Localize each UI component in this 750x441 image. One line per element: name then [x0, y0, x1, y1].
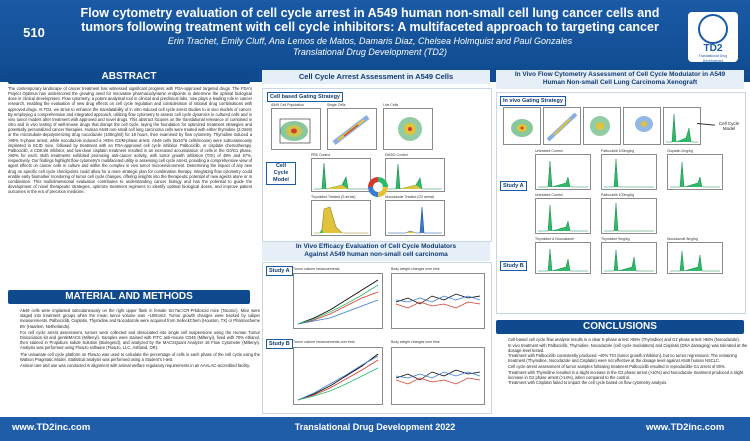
invivo-gate-plot-2	[543, 107, 581, 145]
title-block: Flow cytometry evaluation of cell cycle …	[68, 6, 672, 58]
histogram-pbs	[311, 158, 371, 192]
plot-caption: Tumor volume measurements over time	[293, 340, 355, 344]
plot-caption: Body weight changes over time	[391, 340, 440, 344]
study-a-hist-palbociclib	[601, 154, 657, 190]
body-weight-plot-a	[391, 273, 485, 329]
efficacy-heading: In Vivo Efficacy Evaluation of Cell Cycl…	[262, 242, 490, 261]
methods-item: The univariate cell cycle platform on Fl…	[20, 352, 260, 362]
plot-caption: Cisplatin 2mg/kg	[667, 149, 693, 153]
methods-item: A549 cells were implanted subcutaneously…	[20, 308, 260, 329]
conclusions-list: Cell-based cell cycle flow analysis resu…	[500, 337, 748, 415]
conclusion-item: In vivo treatment with Palbociclib, Thym…	[508, 343, 748, 353]
model-label-line2: Model	[273, 177, 289, 183]
histogram-nocodazole	[385, 200, 445, 236]
plot-caption: Nocodazole Treated (G2 arrest)	[385, 195, 435, 199]
study-a-label: Study A	[500, 181, 527, 191]
efficacy-heading-line2: Against A549 human non-small cell carcin…	[304, 251, 448, 258]
gating-dot-plot-2	[327, 108, 377, 150]
affiliation: Translational Drug Development (TD2)	[293, 47, 447, 57]
plot-caption: Body weight changes over time	[391, 267, 440, 271]
study-a-hist-control-2	[535, 198, 591, 234]
conclusions-heading: CONCLUSIONS	[496, 320, 744, 334]
conclusion-item: Treatment with Thymidine resulted in a s…	[508, 370, 748, 380]
invivo-flow-heading-line2: Human Non-small Cell Lung Carcinoma Xeno…	[542, 79, 698, 86]
conclusion-item: Cell cycle arrest assessment of tumor sa…	[508, 364, 748, 369]
plot-caption: Thymidine 9mg/kg	[601, 237, 630, 241]
logo-circle-icon	[698, 14, 728, 44]
footer-banner: www.TD2inc.com Translational Drug Develo…	[0, 417, 750, 441]
invivo-gate-plot-1	[503, 107, 541, 145]
tumor-volume-plot-a	[293, 273, 383, 329]
poster-number: 510	[23, 25, 45, 40]
invivo-gate-plot-4	[623, 107, 661, 145]
footer-center-text: Translational Drug Development 2022	[294, 422, 456, 432]
efficacy-heading-line1: In Vivo Efficacy Evaluation of Cell Cycl…	[295, 243, 457, 250]
invivo-gate-plot-3	[583, 107, 621, 145]
plot-caption: Live Cells	[383, 103, 399, 107]
study-b-label: Study B	[266, 339, 293, 349]
gating-dot-plot-1	[271, 108, 321, 150]
study-a-hist-control	[535, 154, 591, 190]
footer-url-right[interactable]: www.TD2inc.com	[646, 422, 725, 433]
body-weight-plot-b	[391, 347, 485, 405]
cell-cycle-wheel-icon	[366, 175, 390, 199]
logo-text: TD2	[703, 43, 723, 54]
plot-caption: Thymidine & Nocodazole	[535, 237, 574, 241]
efficacy-panel: Study A Tumor volume measurements Body w…	[262, 262, 492, 414]
cell-cycle-model-label: Cell Cycle Model	[266, 162, 296, 185]
model-callout: Cell Cycle Model	[715, 121, 743, 131]
conclusion-item: Cell-based cell cycle flow analysis resu…	[508, 337, 748, 342]
plot-caption: A549 Cell Population	[271, 103, 304, 107]
methods-list: A549 cells were implanted subcutaneously…	[12, 308, 260, 404]
model-callout-line2: Model	[722, 126, 736, 131]
poster-title: Flow cytometry evaluation of cell cycle …	[80, 6, 660, 34]
study-a-hist-palbociclib-2	[601, 198, 657, 234]
study-b-hist-combo	[535, 242, 591, 274]
study-a-label: Study A	[266, 266, 293, 276]
abstract-text: The contemporary landscape of cancer tre…	[8, 86, 252, 195]
plot-caption: Untreated Control	[535, 193, 563, 197]
study-b-label: Study B	[500, 261, 527, 271]
abstract-heading: ABSTRACT	[8, 70, 250, 84]
plot-caption: DMSO Control	[385, 153, 408, 157]
study-b-hist-thymidine	[601, 242, 657, 274]
conclusion-item: Treatment with Palbociclib consistently …	[508, 353, 748, 363]
invivo-flow-heading-line1: In Vivo Flow Cytometry Assessment of Cel…	[514, 71, 726, 78]
plot-caption: PBS Control	[311, 153, 331, 157]
plot-caption: Palbociclib 100mg/kg	[601, 149, 635, 153]
model-label-line1: Cell Cycle	[273, 163, 289, 176]
gating-strategy-label: Cell based Gating Strategy	[267, 92, 343, 102]
plot-caption: Single Cells	[327, 103, 346, 107]
gating-dot-plot-3	[383, 108, 433, 150]
invivo-gating-label: In vivo Gating Strategy	[500, 96, 566, 106]
model-callout-line1: Cell Cycle	[718, 121, 740, 126]
methods-heading: MATERIAL AND METHODS	[8, 290, 250, 304]
logo-subtext: Translational Drug Development	[698, 54, 728, 63]
plot-caption: Untreated Control	[535, 149, 563, 153]
cell-cycle-panel: Cell based Gating Strategy A549 Cell Pop…	[262, 88, 492, 242]
plot-caption: Nocodazole 8mg/kg	[667, 237, 698, 241]
plot-caption: Palbociclib 100mg/kg	[601, 193, 635, 197]
methods-item: Animal care and use was conducted in ali…	[20, 363, 260, 368]
authors: Erin Trachet, Emily Cluff, Ana Lemos de …	[167, 36, 573, 46]
study-a-hist-cisplatin	[667, 154, 723, 190]
conclusion-item: Treatment with Cisplatin failed to impac…	[508, 380, 748, 385]
study-b-hist-nocodazole	[667, 242, 723, 274]
invivo-flow-panel: In vivo Gating Strategy Cell Cycle Model…	[496, 92, 746, 314]
td2-logo: TD2 Translational Drug Development	[688, 12, 738, 63]
footer-url-left[interactable]: www.TD2inc.com	[12, 422, 91, 433]
invivo-gate-histogram	[663, 107, 701, 145]
histogram-thymidine	[311, 200, 371, 236]
methods-item: For cell cycle arrest assessment, tumors…	[20, 330, 260, 351]
histogram-dmso	[385, 158, 445, 192]
invivo-flow-heading: In Vivo Flow Cytometry Assessment of Cel…	[496, 70, 744, 89]
tumor-volume-plot-b	[293, 347, 383, 405]
header-banner: 510 Flow cytometry evaluation of cell cy…	[0, 0, 750, 82]
plot-caption: Tumor volume measurements	[293, 267, 340, 271]
plot-caption: Thymidine Treated (S arrest)	[311, 195, 356, 199]
cell-cycle-heading: Cell Cycle Arrest Assessment in A549 Cel…	[262, 70, 490, 84]
